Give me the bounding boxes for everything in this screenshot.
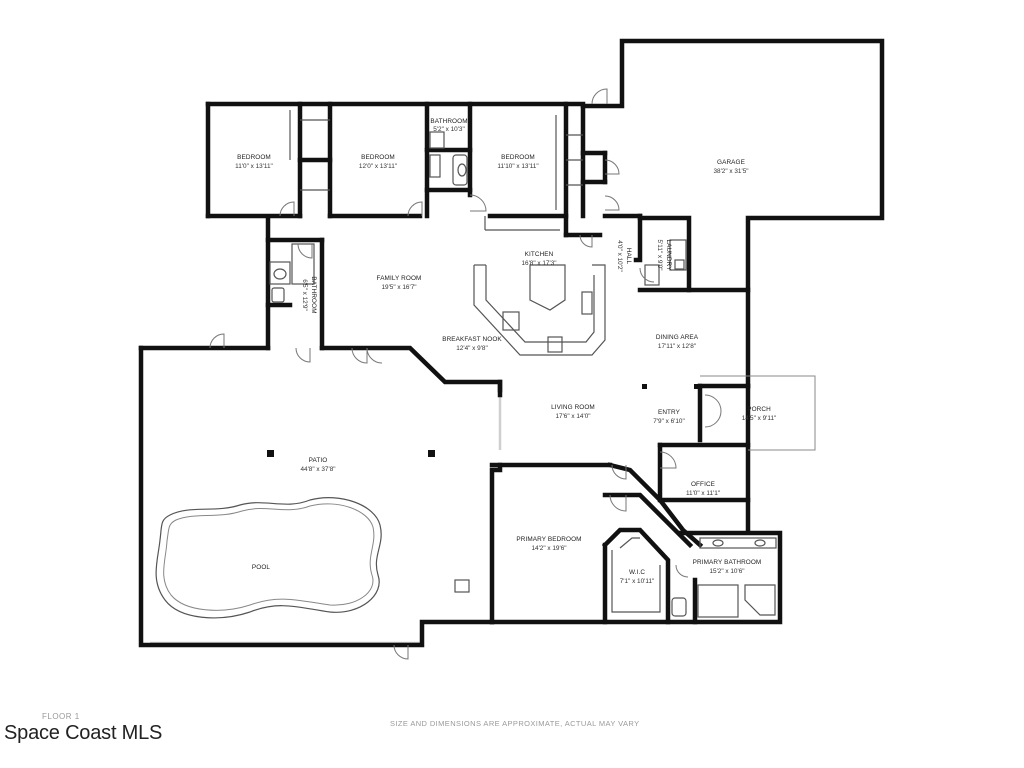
bedroom2-dims: 12'0" x 13'11"	[359, 163, 397, 170]
garage-dims: 38'2" x 31'5"	[713, 168, 748, 175]
bathroom-top-dims: 5'2" x 10'3"	[433, 126, 465, 133]
office-dims: 11'0" x 11'1"	[686, 490, 720, 497]
breakfast-nook-dims: 12'4" x 9'8"	[456, 345, 488, 352]
brand-watermark: Space Coast MLS	[4, 722, 163, 744]
room-labels: BEDROOM 11'0" x 13'11" BEDROOM 12'0" x 1…	[235, 118, 776, 585]
porch-name: PORCH	[747, 406, 771, 413]
kitchen-name: KITCHEN	[525, 251, 554, 258]
dining-area-dims: 17'11" x 12'8"	[658, 343, 696, 350]
primary-bathroom-name: PRIMARY BATHROOM	[693, 559, 762, 566]
kitchen-dims: 16'8" x 17'3"	[521, 260, 556, 267]
bathroom-side-name: BATHROOM	[310, 276, 317, 313]
primary-bathroom-dims: 15'2" x 10'6"	[709, 568, 744, 575]
primary-bedroom-dims: 14'2" x 19'6"	[531, 545, 566, 552]
entry-dims: 7'9" x 6'10"	[653, 418, 685, 425]
hall-name: HALL	[625, 248, 632, 265]
dining-area-name: DINING AREA	[656, 334, 699, 341]
patio-name: PATIO	[309, 457, 328, 464]
bedroom3-dims: 11'10" x 13'11"	[497, 163, 538, 170]
laundry-name: LAUNDRY	[665, 239, 672, 271]
living-room-name: LIVING ROOM	[551, 404, 595, 411]
primary-bedroom-name: PRIMARY BEDROOM	[516, 536, 581, 543]
wic-name: W.I.C	[629, 569, 645, 576]
fixtures	[155, 110, 816, 619]
family-room-dims: 19'5" x 16'7"	[381, 284, 416, 291]
breakfast-nook-name: BREAKFAST NOOK	[442, 336, 502, 343]
bedroom1-name: BEDROOM	[237, 154, 271, 161]
bedroom2-name: BEDROOM	[361, 154, 395, 161]
office-name: OFFICE	[691, 481, 715, 488]
hall-dims: 4'0" x 10'2"	[616, 240, 623, 272]
pool-name: POOL	[252, 564, 271, 571]
bedroom1-dims: 11'0" x 13'11"	[235, 163, 273, 170]
bedroom3-name: BEDROOM	[501, 154, 535, 161]
bathroom-top-name: BATHROOM	[430, 118, 467, 125]
porch-dims: 14'5" x 9'11"	[742, 415, 777, 422]
pool-outline	[155, 497, 382, 619]
walls	[138, 38, 885, 648]
patio-dims: 44'8" x 37'8"	[300, 466, 335, 473]
bathroom-side-dims: 6'5" x 12'9"	[301, 279, 308, 311]
windows	[139, 39, 884, 645]
garage-name: GARAGE	[717, 159, 745, 166]
doors	[209, 88, 722, 660]
floor-label: FLOOR 1	[42, 712, 80, 721]
living-room-dims: 17'6" x 14'0"	[555, 413, 590, 420]
entry-name: ENTRY	[658, 409, 681, 416]
wic-dims: 7'1" x 10'11"	[620, 578, 655, 585]
disclaimer-text: SIZE AND DIMENSIONS ARE APPROXIMATE, ACT…	[390, 719, 640, 728]
family-room-name: FAMILY ROOM	[377, 275, 422, 282]
laundry-dims: 5'11" x 9'0"	[656, 239, 663, 270]
